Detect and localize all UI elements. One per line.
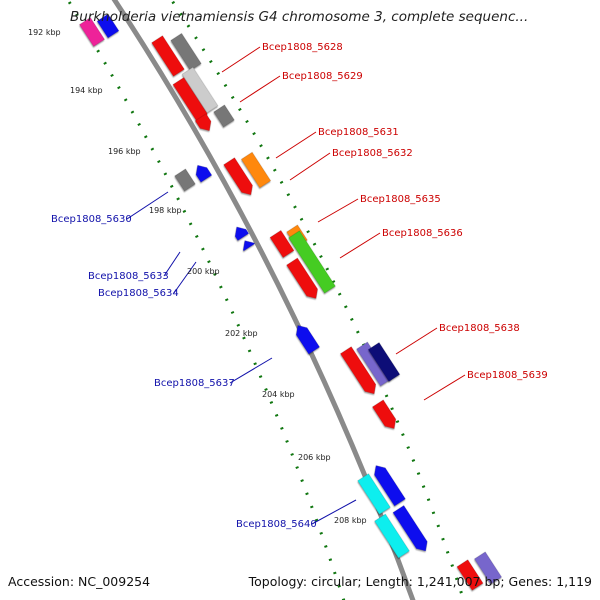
gene-feature-shape[interactable] (367, 342, 401, 382)
gene-feature[interactable] (194, 113, 215, 134)
gene-feature-shape[interactable] (239, 237, 256, 252)
gene-feature[interactable] (357, 473, 391, 515)
gene-feature[interactable] (192, 162, 213, 183)
gene-feature-shape[interactable] (240, 151, 272, 189)
gene-feature-shape[interactable] (231, 223, 250, 241)
accession-label: Accession: NC_009254 (8, 574, 151, 589)
gene-feature[interactable] (367, 342, 401, 382)
label-leader-line (311, 499, 357, 525)
gene-feature[interactable] (239, 237, 256, 252)
gene-feature[interactable] (292, 322, 321, 355)
kbp-tick-label: 196 kbp (108, 147, 141, 156)
gene-feature[interactable] (371, 462, 406, 507)
gene-feature[interactable] (96, 13, 120, 39)
gene-feature[interactable] (240, 151, 272, 189)
gene-label[interactable]: Bcep1808_5638 (439, 323, 520, 334)
label-leader-lines (126, 46, 466, 525)
label-leader-line (339, 232, 381, 259)
gene-feature[interactable] (79, 17, 105, 47)
gene-feature[interactable] (339, 346, 379, 398)
gene-feature-shape[interactable] (392, 505, 431, 554)
gene-feature[interactable] (288, 230, 336, 294)
label-leader-line (229, 357, 273, 384)
gene-feature-shape[interactable] (374, 513, 410, 559)
gene-feature[interactable] (473, 551, 503, 585)
kbp-tick-label: 202 kbp (225, 329, 258, 338)
tick-dots-layer (66, 0, 466, 600)
gene-feature-shape[interactable] (357, 473, 391, 515)
gene-feature[interactable] (286, 257, 322, 302)
gene-label[interactable]: Bcep1808_5639 (467, 370, 548, 381)
label-leader-line (317, 198, 359, 223)
chromosome-title: Burkholderia vietnamiensis G4 chromosome… (70, 9, 529, 25)
label-leader-line (423, 374, 466, 401)
gene-feature[interactable] (174, 168, 196, 192)
gene-feature-shape[interactable] (151, 35, 185, 77)
label-leader-line (275, 131, 317, 159)
gene-label[interactable]: Bcep1808_5634 (98, 288, 179, 299)
gene-feature[interactable] (392, 505, 431, 554)
label-leader-line (126, 191, 169, 220)
gene-label[interactable]: Bcep1808_5630 (51, 214, 132, 225)
gene-feature[interactable] (151, 35, 185, 77)
gene-feature-shape[interactable] (456, 559, 484, 591)
gene-feature-shape[interactable] (371, 462, 406, 507)
kbp-tick-label: 192 kbp (28, 28, 61, 37)
kbp-tick-label: 206 kbp (298, 453, 331, 462)
kbp-tick-label: 198 kbp (149, 206, 182, 215)
label-leader-line (163, 251, 181, 277)
gene-feature-shape[interactable] (292, 322, 321, 355)
chromosome-backbone (111, 0, 416, 600)
gene-features-layer (79, 13, 503, 591)
kbp-tick-label: 204 kbp (262, 390, 295, 399)
gene-feature-shape[interactable] (174, 168, 196, 192)
topology-summary: Topology: circular; Length: 1,241,007 bp… (248, 574, 592, 589)
gene-label[interactable]: Bcep1808_5633 (88, 271, 169, 282)
kbp-tick-label: 208 kbp (334, 516, 367, 525)
gene-feature-shape[interactable] (194, 113, 215, 134)
kbp-tick-labels-layer: 192 kbp 194 kbp 196 kbp 198 kbp 200 kbp 202 k… (28, 28, 367, 525)
gene-feature[interactable] (223, 157, 257, 199)
gene-feature-shape[interactable] (223, 157, 257, 199)
gene-label[interactable]: Bcep1808_5631 (318, 127, 399, 138)
gene-label[interactable]: Bcep1808_5628 (262, 42, 343, 53)
gene-feature-shape[interactable] (286, 257, 322, 302)
tick-dot-row-2 (169, 0, 466, 600)
gene-label[interactable]: Bcep1808_5636 (382, 228, 463, 239)
gene-feature[interactable] (374, 513, 410, 559)
kbp-tick-label: 200 kbp (187, 267, 220, 276)
gene-feature-shape[interactable] (192, 162, 213, 183)
gene-feature[interactable] (456, 559, 484, 591)
gene-label[interactable]: Bcep1808_5629 (282, 71, 363, 82)
gene-label[interactable]: Bcep1808_5640 (236, 519, 317, 530)
gene-feature-shape[interactable] (339, 346, 379, 398)
gene-feature-shape[interactable] (269, 229, 295, 259)
gene-feature[interactable] (231, 223, 250, 241)
gene-feature-shape[interactable] (371, 399, 399, 432)
label-leader-line (173, 261, 197, 294)
gene-feature[interactable] (213, 104, 235, 128)
gene-feature-shape[interactable] (79, 17, 105, 47)
gene-label[interactable]: Bcep1808_5637 (154, 378, 235, 389)
gene-labels-layer: Bcep1808_5628Bcep1808_5629Bcep1808_5631B… (51, 42, 548, 530)
kbp-tick-label: 194 kbp (70, 86, 103, 95)
gene-feature-shape[interactable] (96, 13, 120, 39)
gene-feature[interactable] (371, 399, 399, 432)
label-leader-line (395, 327, 438, 355)
gene-label[interactable]: Bcep1808_5632 (332, 148, 413, 159)
gene-feature-shape[interactable] (213, 104, 235, 128)
label-leader-line (289, 152, 331, 181)
gene-feature-shape[interactable] (473, 551, 503, 585)
gene-feature[interactable] (269, 229, 295, 259)
gene-feature-shape[interactable] (288, 230, 336, 294)
gene-label[interactable]: Bcep1808_5635 (360, 194, 441, 205)
label-leader-line (239, 75, 281, 103)
label-leader-line (221, 46, 261, 73)
